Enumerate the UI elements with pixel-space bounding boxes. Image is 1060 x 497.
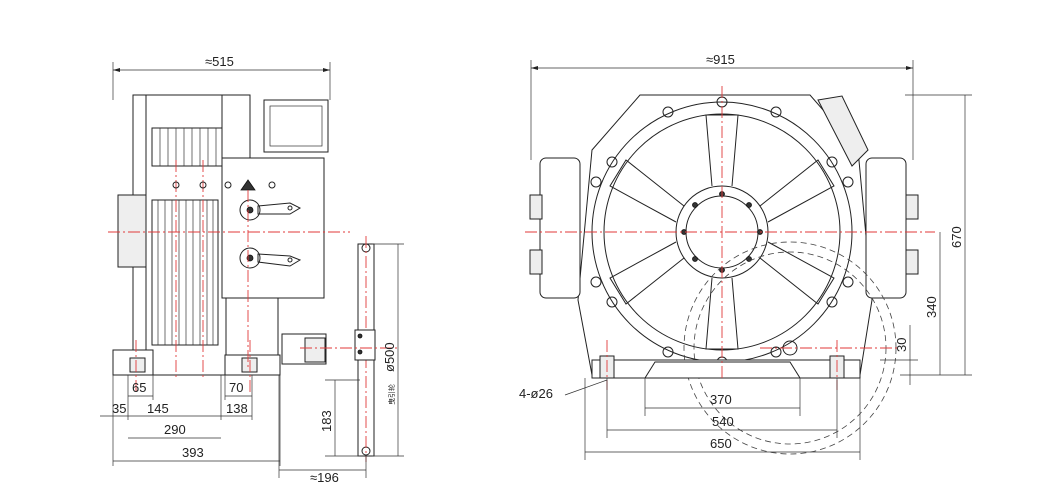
rim-bolts (590, 96, 854, 368)
dim-393: 393 (182, 445, 204, 460)
dim-540: 540 (712, 414, 734, 429)
dim-overall-width-front: ≈915 (706, 52, 735, 67)
dim-145: 145 (147, 401, 169, 416)
dim-holes: 4-ø26 (519, 386, 553, 401)
dim-65: 65 (132, 380, 146, 395)
dim-35: 35 (112, 401, 126, 416)
dim-670: 670 (949, 226, 964, 248)
dim-290: 290 (164, 422, 186, 437)
dim-30: 30 (894, 338, 909, 352)
dim-650: 650 (710, 436, 732, 451)
dim-sheave-diameter: ø500 (382, 342, 397, 372)
dim-196: ≈196 (310, 470, 339, 485)
terminal-box (263, 99, 329, 153)
right-brake (865, 157, 907, 299)
left-brake (539, 157, 581, 299)
side-view: ≈515 (100, 54, 404, 485)
dim-70: 70 (229, 380, 243, 395)
front-view: ≈915 (519, 52, 972, 460)
sheave-note: 曳引轮 (387, 384, 396, 405)
dim-340: 340 (924, 296, 939, 318)
dim-183: 183 (319, 410, 334, 432)
motor-fins (151, 127, 223, 346)
brake-assembly (221, 157, 325, 299)
dim-overall-width-side: ≈515 (205, 54, 234, 69)
dim-138: 138 (226, 401, 248, 416)
dim-370: 370 (710, 392, 732, 407)
